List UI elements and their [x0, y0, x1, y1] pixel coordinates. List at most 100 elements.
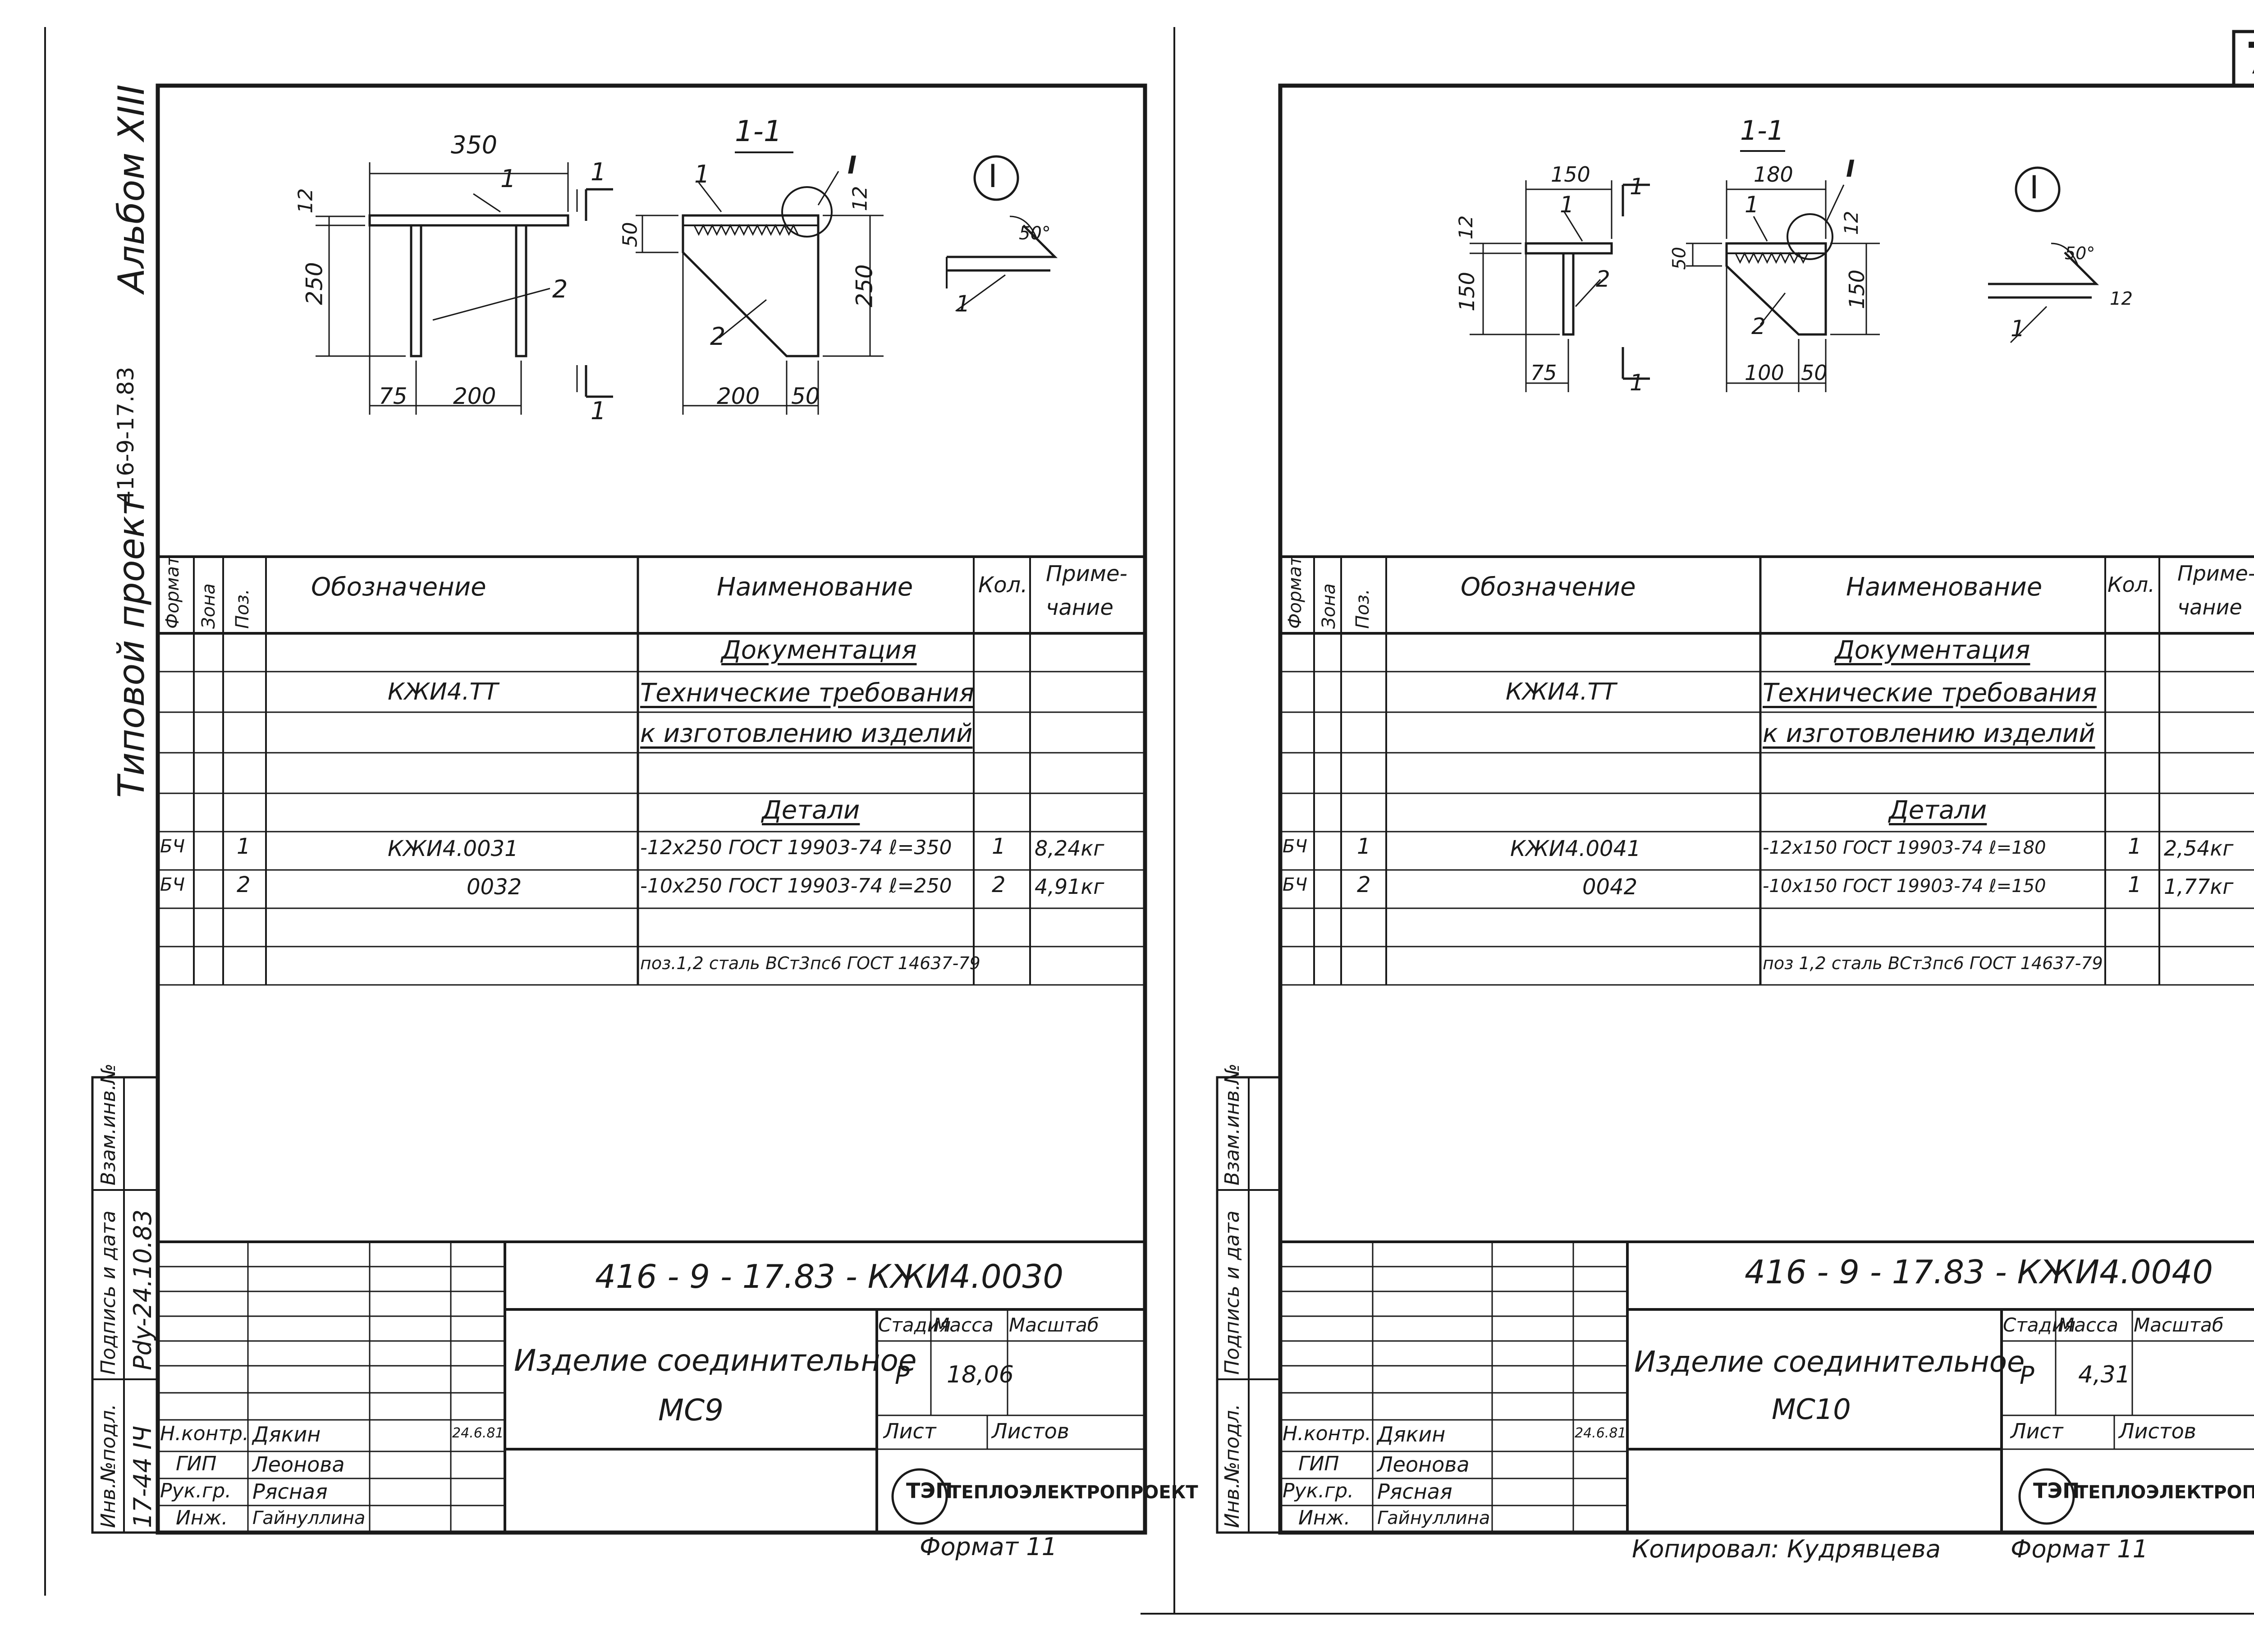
header-kol: Кол. [2107, 572, 2155, 597]
staff-date: 24.6.81 [452, 1425, 504, 1441]
stamp-vzam: Взам.инв.№ [97, 1063, 120, 1185]
staff-role: Н.контр. [1283, 1422, 1371, 1445]
detail-circle-label: I [988, 158, 998, 195]
section-callout-2: 2 [1751, 313, 1766, 339]
cut-mark: 1 [591, 158, 606, 186]
stamp-date-value: Pdy-24.10.83 [128, 1209, 157, 1370]
row-name: -10x150 ГОСТ 19903-74 ℓ=150 [1763, 876, 2046, 897]
dim-height: 250 [301, 262, 328, 305]
dim-section-t: 12 [1840, 211, 1863, 235]
copied-by: Копировал: Кудрявцева [1632, 1535, 1941, 1563]
row-kol: 2 [992, 872, 1006, 897]
staff-role: ГИП [176, 1452, 217, 1475]
row-kol: 1 [2128, 872, 2142, 897]
product-code: МС9 [658, 1393, 724, 1428]
staff-name: Дякин [252, 1422, 321, 1446]
stadia-value: Р [895, 1361, 910, 1390]
details-heading: Детали [762, 796, 860, 825]
stadia-label: Стадия [878, 1314, 951, 1336]
staff-role: Рук.гр. [160, 1479, 232, 1502]
detail-angle: 50° [1019, 223, 1051, 244]
stamp-inv-podl: Инв.№подл. [97, 1404, 120, 1528]
callout-1: 1 [500, 165, 516, 193]
header-zona: Зона [1319, 583, 1339, 629]
detail-callout-1: 1 [2011, 316, 2025, 342]
header-format: Формат [1285, 555, 1306, 629]
staff-role: Инж. [176, 1506, 228, 1529]
staff-name: Леонова [252, 1452, 345, 1477]
massa-label: Масса [933, 1314, 994, 1336]
product-title: Изделие соединительное [1634, 1345, 2025, 1379]
listov-label: Листов [2119, 1419, 2196, 1443]
doc-heading: Документация [1835, 636, 2030, 665]
section-title: 1-1 [735, 115, 782, 148]
staff-role: Инж. [1298, 1506, 1351, 1529]
material-note: поз.1,2 сталь ВСт3пс6 ГОСТ 14637-79 [640, 953, 980, 973]
massa-value: 4,31 [2078, 1361, 2130, 1388]
dim-section-bottom: 100 [1745, 361, 1784, 385]
doc-name: к изготовлению изделий [640, 719, 973, 748]
header-primechanie: чание [2177, 595, 2242, 619]
section-callout-1: 1 [694, 160, 710, 188]
row-format: БЧ [160, 836, 185, 857]
header-primechanie: Приме- [1046, 561, 1127, 586]
product-title: Изделие соединительное [514, 1343, 917, 1378]
header-format: Формат [162, 555, 183, 629]
staff-name: Гайнуллина [1377, 1508, 1490, 1528]
staff-name: Гайнуллина [252, 1508, 366, 1528]
row-code: 0032 [467, 874, 522, 900]
header-poz: Поз. [232, 589, 253, 629]
dim-top-width: 150 [1551, 162, 1590, 187]
cut-mark: 1 [591, 397, 606, 425]
header-primechanie: Приме- [2177, 561, 2254, 586]
page-number: 7 [2234, 32, 2254, 86]
format-note: Формат 11 [2011, 1535, 2148, 1563]
stamp-podpis: Подпись и дата [97, 1210, 120, 1375]
org-name: ТЕПЛОЭЛЕКТРОПРОЕКТ [2076, 1482, 2254, 1503]
project-code: 416-9-17.83 [113, 366, 139, 505]
doc-name: к изготовлению изделий [1763, 719, 2095, 748]
stamp-inv-podl: Инв.№подл. [1221, 1404, 1244, 1528]
stamp-inv-value: 17-44 IЧ [128, 1425, 157, 1528]
stadia-label: Стадия [2003, 1314, 2076, 1336]
dim-section-top: 180 [1754, 162, 1793, 187]
header-oboznachenie: Обозначение [311, 572, 486, 602]
row-format: БЧ [160, 874, 185, 895]
row-poz: 2 [1357, 872, 1371, 897]
dim-plate: 12 [1455, 215, 1477, 240]
row-format: БЧ [1283, 836, 1307, 857]
dim-top-width: 350 [451, 131, 498, 159]
details-heading: Детали [1889, 796, 1987, 825]
row-poz: 2 [237, 872, 251, 897]
staff-name: Леонова [1377, 1452, 1470, 1477]
massa-label: Масса [2058, 1314, 2118, 1336]
doc-name: Технические требования [640, 678, 975, 708]
org-logo: ТЭП [906, 1478, 953, 1503]
stamp-vzam: Взам.инв.№ [1221, 1063, 1244, 1185]
callout-1: 1 [1560, 192, 1574, 218]
header-naimenovanie: Наименование [1846, 572, 2043, 602]
row-note: 4,91кг [1035, 874, 1104, 899]
dim-plate: 12 [294, 188, 317, 214]
row-code: КЖИ4.0031 [388, 836, 518, 861]
dim-height: 150 [1454, 272, 1479, 311]
list-label: Лист [884, 1419, 936, 1443]
header-kol: Кол. [978, 572, 1028, 598]
doc-name: Технические требования [1763, 678, 2097, 708]
detail-callout-1: 1 [956, 291, 970, 317]
row-poz: 1 [237, 834, 251, 859]
row-name: -12x250 ГОСТ 19903-74 ℓ=350 [640, 836, 952, 859]
staff-name: Рясная [252, 1479, 328, 1504]
dim-section-t: 12 [848, 186, 872, 211]
staff-role: Рук.гр. [1283, 1479, 1354, 1502]
dim-mid: 200 [453, 383, 496, 409]
list-label: Лист [2011, 1419, 2063, 1443]
header-oboznachenie: Обозначение [1461, 572, 1636, 602]
massa-value: 18,06 [947, 1361, 1014, 1388]
staff-role: Н.контр. [160, 1422, 249, 1445]
detail-mark: I [1846, 156, 1855, 183]
format-note: Формат 11 [920, 1533, 1057, 1561]
doc-number: 416 - 9 - 17.83 - КЖИ4.0030 [595, 1258, 1064, 1295]
row-note: 1,77кг [2164, 874, 2234, 899]
row-kol: 1 [992, 834, 1006, 859]
